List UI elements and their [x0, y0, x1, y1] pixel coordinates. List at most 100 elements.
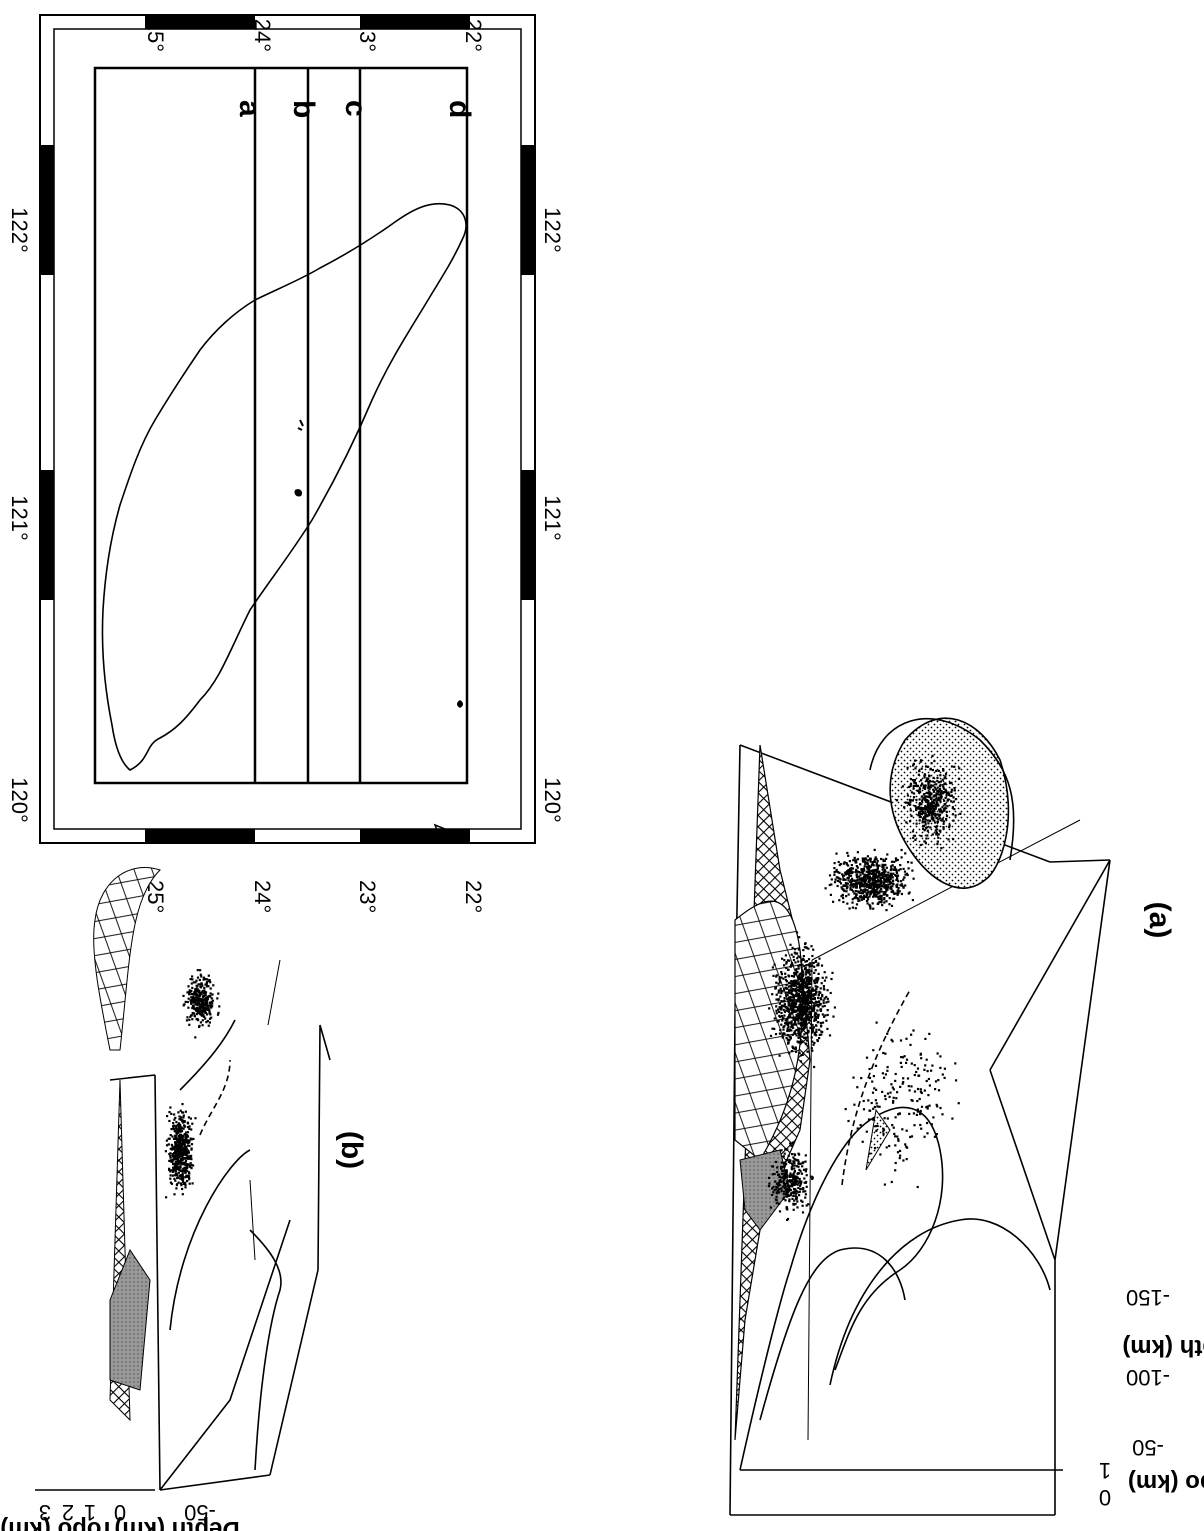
seismic-event: [811, 1041, 813, 1043]
seismic-event: [175, 1127, 177, 1129]
seismic-event: [866, 1131, 868, 1133]
seismic-event: [810, 1007, 812, 1009]
seismic-event: [816, 1039, 818, 1041]
seismic-event: [815, 985, 817, 987]
seismic-event: [931, 1123, 933, 1125]
seismic-event: [191, 978, 193, 980]
seismic-event: [781, 1190, 783, 1192]
seismic-event: [941, 796, 943, 798]
seismic-event: [802, 949, 804, 951]
seismic-event: [794, 1170, 796, 1172]
seismic-event: [768, 1177, 770, 1179]
seismic-event: [823, 1002, 825, 1004]
seismic-event: [850, 867, 852, 869]
seismic-event: [864, 888, 866, 890]
seismic-event: [786, 984, 788, 986]
seismic-event: [806, 985, 808, 987]
seismic-event: [799, 1052, 801, 1054]
seismic-event: [806, 1023, 808, 1025]
seismic-event: [823, 999, 825, 1001]
seismic-event: [912, 799, 914, 801]
seismic-event: [190, 1138, 192, 1140]
seismic-event: [186, 1180, 188, 1182]
seismic-event: [814, 1034, 816, 1036]
seismic-event: [194, 1036, 196, 1038]
seismic-event: [893, 898, 895, 900]
seismic-event: [927, 801, 929, 803]
seismic-event: [182, 1193, 184, 1195]
seismic-event: [785, 1185, 787, 1187]
seismic-event: [946, 794, 948, 796]
seismic-event: [884, 1117, 886, 1119]
seismic-event: [188, 1140, 190, 1142]
seismic-event: [925, 812, 927, 814]
seismic-event: [189, 991, 191, 993]
seismic-event: [860, 896, 862, 898]
seismic-event: [864, 883, 866, 885]
seismic-event: [781, 1173, 783, 1175]
panel-a-axis: 0 1 2 3 -50 -100 -150 Topo (km) Depth (k…: [740, 1285, 1204, 1515]
seismic-event: [817, 1004, 819, 1006]
seismic-event: [788, 975, 790, 977]
seismic-event: [958, 1102, 960, 1104]
seismic-event: [179, 1152, 181, 1154]
seismic-event: [203, 979, 205, 981]
seismic-event: [801, 1015, 803, 1017]
seismic-event: [853, 892, 855, 894]
seismic-event: [779, 981, 781, 983]
seismic-event: [920, 807, 922, 809]
seismic-event: [932, 777, 934, 779]
seismic-event: [800, 1181, 802, 1183]
seismic-event: [920, 779, 922, 781]
seismic-event: [768, 1007, 770, 1009]
seismic-event: [189, 1166, 191, 1168]
seismic-event: [802, 971, 804, 973]
seismic-event: [789, 944, 791, 946]
seismic-event: [955, 1079, 957, 1081]
seismic-event: [814, 993, 816, 995]
seismic-event: [784, 997, 786, 999]
seismic-event: [806, 1039, 808, 1041]
seismic-event: [838, 861, 840, 863]
seismic-event: [202, 1019, 204, 1021]
seismic-event: [842, 897, 844, 899]
lat-tick: 25°: [143, 19, 168, 52]
seismic-event: [198, 1026, 200, 1028]
seismic-event: [818, 973, 820, 975]
seismic-event: [206, 1004, 208, 1006]
seismic-event: [184, 1171, 186, 1173]
seismic-event: [792, 1046, 794, 1048]
seismic-event: [778, 992, 780, 994]
seismic-event: [852, 907, 854, 909]
seismic-event: [907, 767, 909, 769]
seismic-event: [780, 1149, 782, 1151]
seismic-event: [916, 823, 918, 825]
seismic-event: [938, 809, 940, 811]
seismic-event: [197, 1019, 199, 1021]
seismic-event: [794, 961, 796, 963]
seismic-event: [886, 895, 888, 897]
seismic-event: [852, 1077, 854, 1079]
seismic-event: [946, 805, 948, 807]
seismic-event: [918, 770, 920, 772]
seismic-event: [915, 1071, 917, 1073]
seismic-event: [783, 1009, 785, 1011]
seismic-event: [879, 890, 881, 892]
seismic-event: [844, 872, 846, 874]
seismic-event: [927, 778, 929, 780]
seismic-event: [181, 1140, 183, 1142]
seismic-event: [939, 817, 941, 819]
seismic-event: [776, 1183, 778, 1185]
seismic-event: [939, 774, 941, 776]
seismic-event: [822, 977, 824, 979]
seismic-event: [935, 770, 937, 772]
seismic-event: [184, 1183, 186, 1185]
seismic-event: [801, 1041, 803, 1043]
seismic-event: [774, 964, 776, 966]
seismic-event: [932, 780, 934, 782]
seismic-event: [864, 857, 866, 859]
seismic-event: [184, 1139, 186, 1141]
seismic-event: [943, 791, 945, 793]
seismic-event: [953, 801, 955, 803]
seismic-event: [878, 880, 880, 882]
